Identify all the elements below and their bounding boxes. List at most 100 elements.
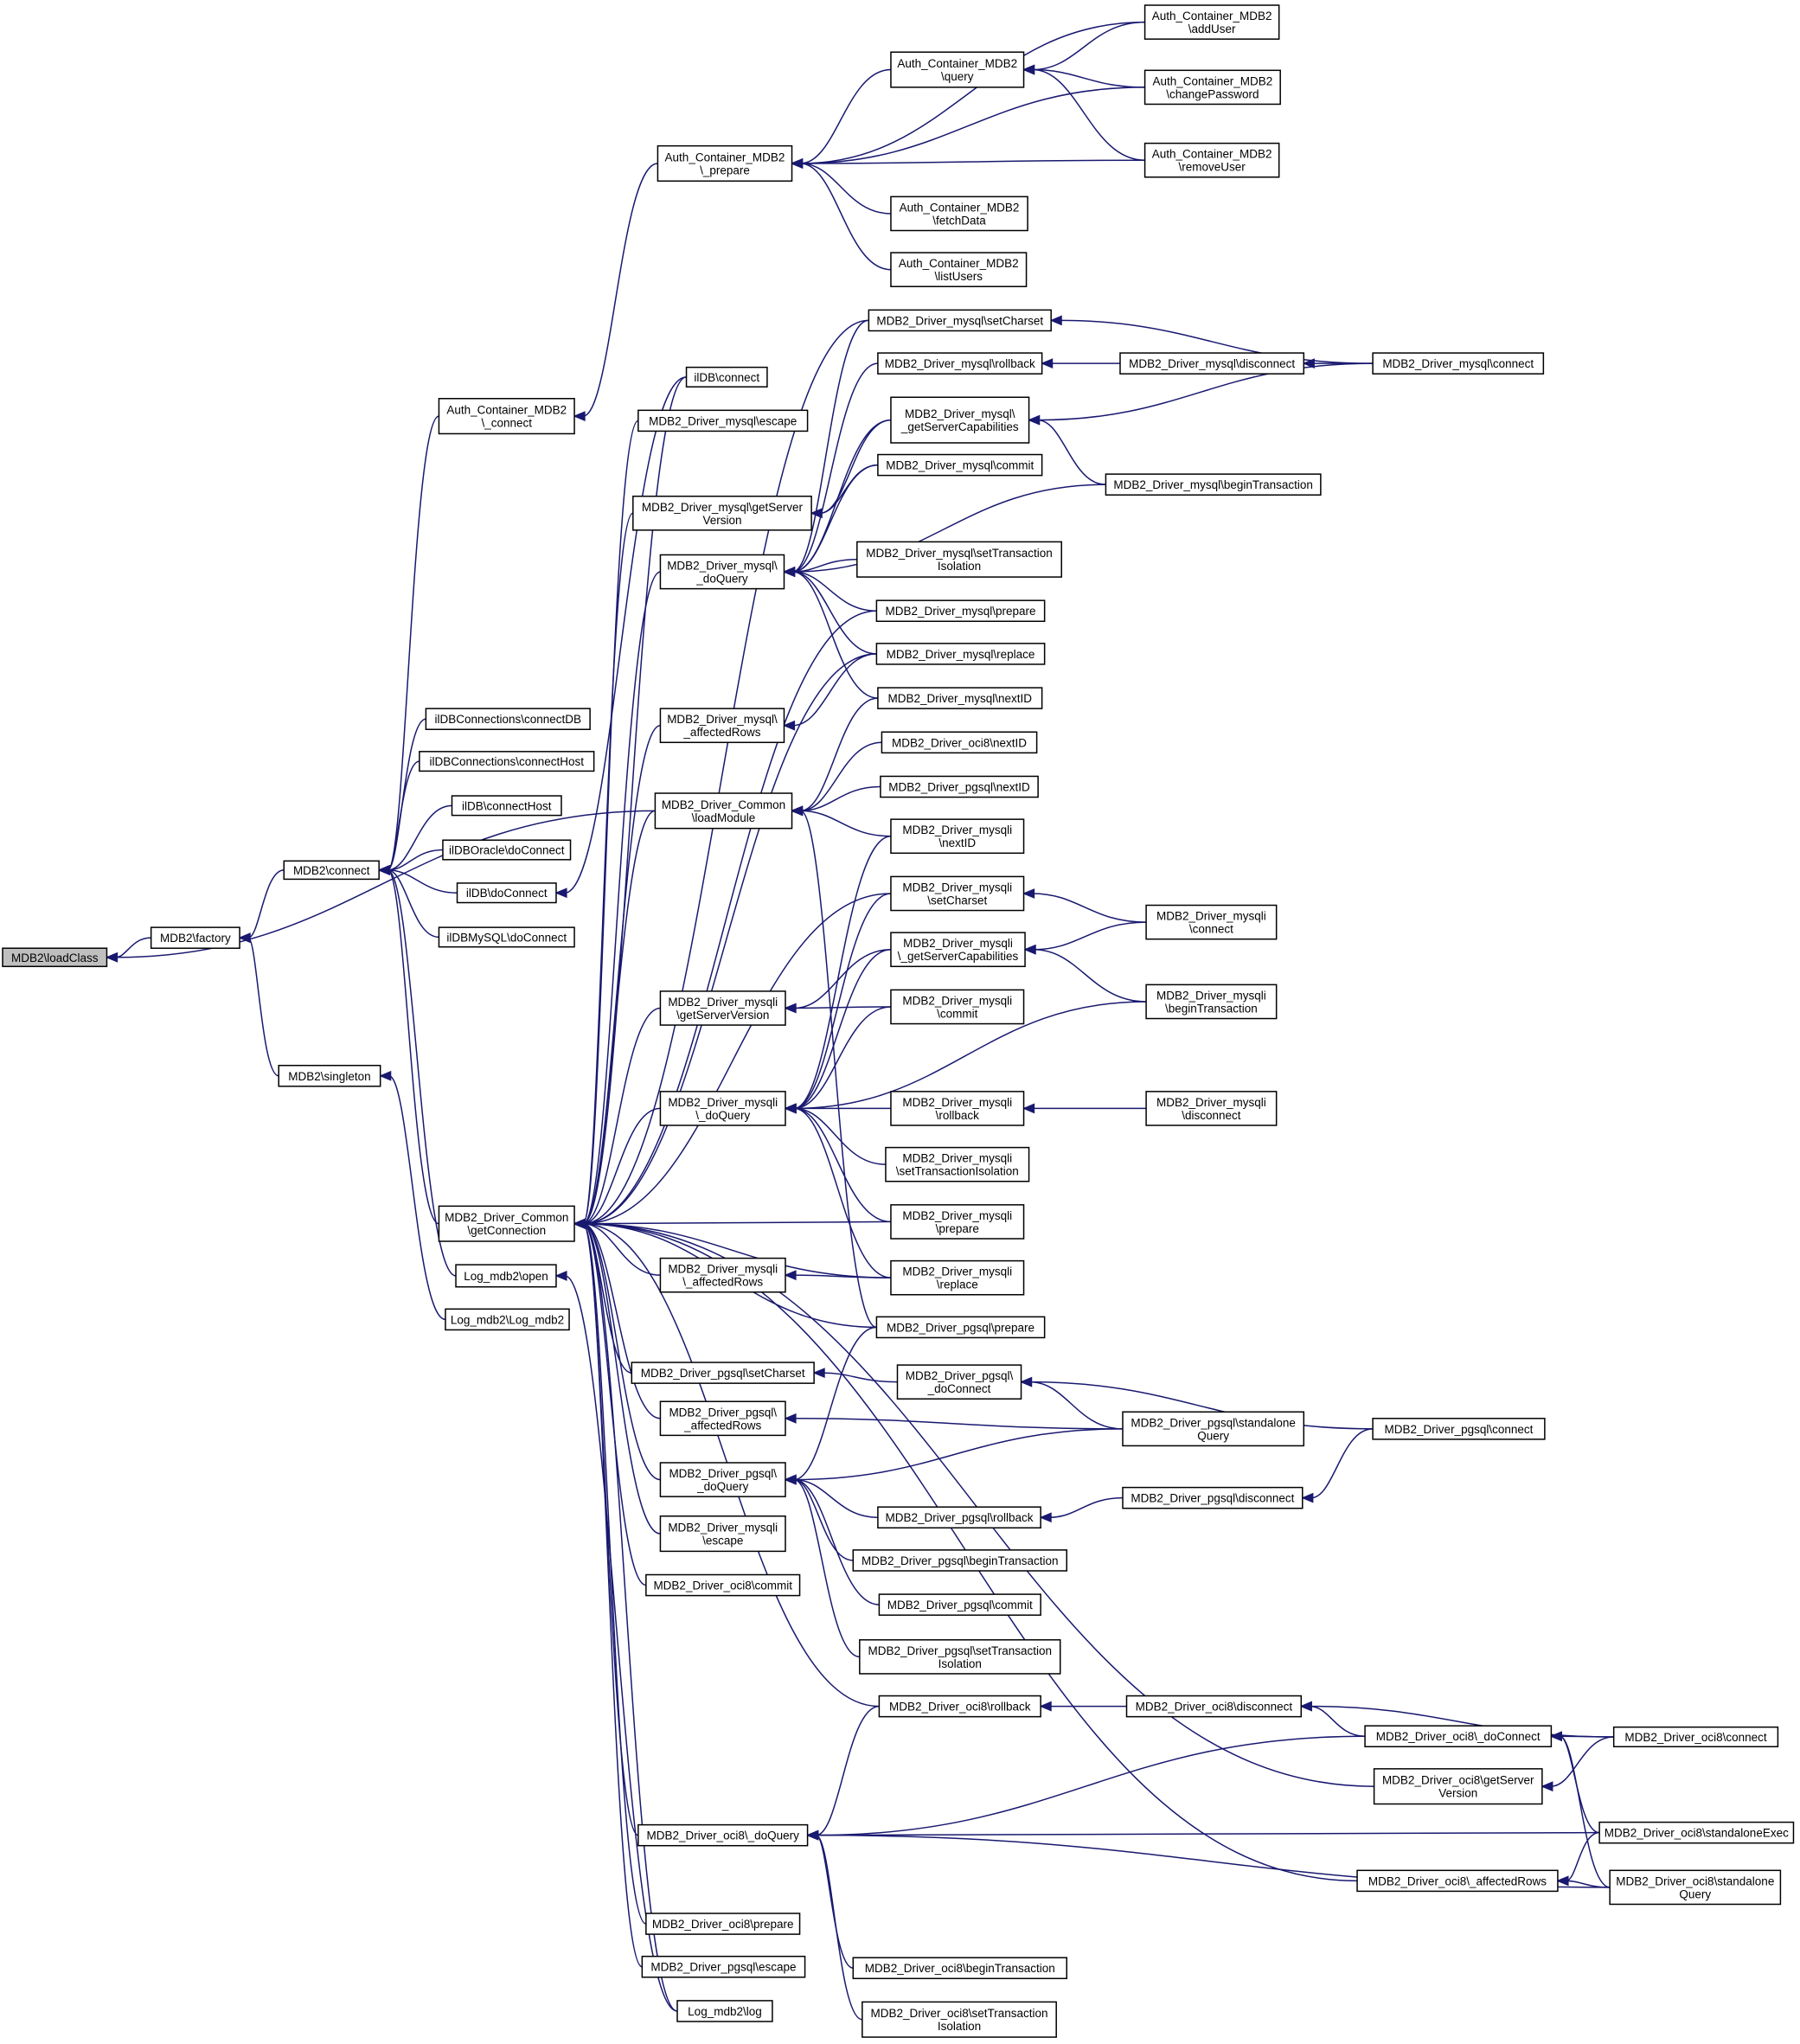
function-node[interactable]: MDB2_Driver_pgsql\_doConnect xyxy=(896,1364,1022,1400)
function-node[interactable]: MDB2_Driver_pgsql\_doQuery xyxy=(659,1462,786,1497)
function-node[interactable]: Auth_Container_MDB2\_prepare xyxy=(657,144,793,183)
function-node[interactable]: MDB2_Driver_mysql\prepare xyxy=(875,599,1046,623)
function-node[interactable]: MDB2_Driver_oci8\prepare xyxy=(645,1913,801,1935)
function-node[interactable]: MDB2_Driver_mysql\_doQuery xyxy=(659,554,785,590)
node-box xyxy=(2,947,108,968)
function-node[interactable]: ilDB\doConnect xyxy=(456,882,557,904)
function-node[interactable]: MDB2_Driver_mysqli\replace xyxy=(890,1259,1025,1296)
function-node[interactable]: MDB2_Driver_mysql\connect xyxy=(1372,352,1545,375)
function-node[interactable]: MDB2_Driver_mysqli\escape xyxy=(659,1515,786,1553)
node-label: \_prepare xyxy=(700,163,750,176)
function-node[interactable]: MDB2_Driver_oci8\setTransactionIsolation xyxy=(862,2001,1057,2038)
function-node[interactable]: MDB2\factory xyxy=(150,926,240,949)
function-node[interactable]: MDB2_Driver_mysqli\_affectedRows xyxy=(659,1257,786,1293)
function-node[interactable]: MDB2_Driver_mysql\getServerVersion xyxy=(632,495,812,531)
function-node[interactable]: MDB2_Driver_Common\loadModule xyxy=(654,792,793,830)
function-node[interactable]: MDB2_Driver_oci8\_doQuery xyxy=(637,1823,809,1847)
function-node[interactable]: Log_mdb2\Log_mdb2 xyxy=(445,1308,570,1331)
function-node[interactable]: MDB2_Driver_pgsql\_affectedRows xyxy=(659,1400,786,1437)
node-box xyxy=(890,875,1025,912)
call-edge xyxy=(377,718,426,875)
function-node[interactable]: MDB2_Driver_mysqli\nextID xyxy=(890,818,1025,855)
function-node[interactable]: MDB2_Driver_mysqli\disconnect xyxy=(1145,1091,1278,1126)
node-label: MDB2_Driver_pgsql\ xyxy=(669,1467,777,1480)
function-node[interactable]: MDB2_Driver_oci8\standaloneExec xyxy=(1598,1821,1795,1844)
function-node[interactable]: MDB2_Driver_mysqli\setTransactionIsolati… xyxy=(885,1146,1030,1182)
node-box xyxy=(1145,904,1278,940)
function-node[interactable]: MDB2_Driver_mysqli\connect xyxy=(1145,904,1278,940)
function-node[interactable]: MDB2_Driver_pgsql\rollback xyxy=(877,1506,1041,1529)
function-node[interactable]: MDB2_Driver_Common\getConnection xyxy=(438,1205,575,1242)
function-node[interactable]: MDB2_Driver_oci8\_doConnect xyxy=(1364,1725,1553,1748)
function-node[interactable]: MDB2_Driver_mysqli\setCharset xyxy=(890,875,1025,912)
node-box xyxy=(890,195,1028,232)
function-node[interactable]: MDB2_Driver_mysqli\prepare xyxy=(890,1204,1025,1240)
function-node[interactable]: MDB2_Driver_mysqli\rollback xyxy=(890,1091,1025,1126)
function-node[interactable]: MDB2_Driver_oci8\rollback xyxy=(878,1695,1041,1718)
function-node[interactable]: Auth_Container_MDB2\addUser xyxy=(1143,4,1280,40)
function-node[interactable]: ilDBConnections\connectDB xyxy=(425,708,591,730)
function-node[interactable]: MDB2_Driver_oci8\beginTransaction xyxy=(852,1957,1067,1980)
function-node[interactable]: MDB2_Driver_oci8\getServerVersion xyxy=(1373,1768,1543,1805)
function-node[interactable]: MDB2\singleton xyxy=(278,1064,381,1087)
node-box xyxy=(456,882,557,904)
function-node[interactable]: MDB2_Driver_mysql\_affectedRows xyxy=(659,708,785,744)
function-node[interactable]: MDB2_Driver_mysqli\beginTransaction xyxy=(1145,984,1278,1020)
function-node[interactable]: MDB2_Driver_pgsql\beginTransaction xyxy=(852,1549,1067,1572)
call-edge xyxy=(784,1326,877,1485)
function-node[interactable]: MDB2\loadClass xyxy=(2,947,108,968)
function-node[interactable]: MDB2_Driver_pgsql\setCharset xyxy=(631,1362,815,1384)
function-node[interactable]: MDB2_Driver_pgsql\prepare xyxy=(875,1316,1046,1339)
function-node[interactable]: Auth_Container_MDB2\query xyxy=(890,51,1025,88)
function-node[interactable]: Auth_Container_MDB2\removeUser xyxy=(1143,142,1280,178)
edge-line xyxy=(793,1006,891,1110)
edge-line xyxy=(1560,1735,1614,1738)
function-node[interactable]: Log_mdb2\open xyxy=(455,1264,557,1288)
function-node[interactable]: ilDB\connectHost xyxy=(451,795,562,817)
function-node[interactable]: ilDB\connect xyxy=(685,366,768,388)
function-node[interactable]: MDB2_Driver_mysql\nextID xyxy=(877,687,1043,709)
function-node[interactable]: MDB2_Driver_mysqli\getServerVersion xyxy=(659,990,786,1026)
function-node[interactable]: MDB2_Driver_mysqli\_doQuery xyxy=(659,1091,786,1126)
function-node[interactable]: MDB2_Driver_pgsql\disconnect xyxy=(1122,1486,1304,1509)
call-edge xyxy=(790,158,891,271)
function-node[interactable]: MDB2_Driver_pgsql\commit xyxy=(878,1593,1041,1616)
function-node[interactable]: MDB2_Driver_pgsql\setTransactionIsolatio… xyxy=(859,1639,1061,1675)
function-node[interactable]: Auth_Container_MDB2\listUsers xyxy=(890,252,1028,288)
function-node[interactable]: MDB2_Driver_pgsql\escape xyxy=(641,1955,806,1978)
function-node[interactable]: ilDBOracle\doConnect xyxy=(442,839,572,861)
function-node[interactable]: MDB2_Driver_oci8\commit xyxy=(645,1573,801,1597)
node-label: Log_mdb2\open xyxy=(464,1270,548,1283)
function-node[interactable]: MDB2_Driver_oci8\connect xyxy=(1612,1726,1779,1748)
function-node[interactable]: MDB2_Driver_mysql\commit xyxy=(877,453,1043,477)
node-box xyxy=(1373,1768,1543,1805)
function-node[interactable]: MDB2_Driver_mysql\_getServerCapabilities xyxy=(890,396,1030,444)
function-node[interactable]: Auth_Container_MDB2\changePassword xyxy=(1143,69,1281,106)
function-node[interactable]: MDB2_Driver_oci8\nextID xyxy=(881,731,1038,754)
function-node[interactable]: MDB2_Driver_mysql\setTransactionIsolatio… xyxy=(856,541,1062,578)
function-node[interactable]: ilDBConnections\connectHost xyxy=(419,751,595,772)
function-node[interactable]: MDB2_Driver_oci8\disconnect xyxy=(1125,1695,1303,1718)
function-node[interactable]: Auth_Container_MDB2\fetchData xyxy=(890,195,1028,232)
function-node[interactable]: Log_mdb2\log xyxy=(676,2000,773,2022)
function-node[interactable]: MDB2_Driver_pgsql\connect xyxy=(1372,1418,1546,1440)
function-node[interactable]: MDB2_Driver_mysql\disconnect xyxy=(1119,352,1305,375)
function-node[interactable]: MDB2_Driver_mysql\escape xyxy=(637,409,809,433)
node-box xyxy=(878,1695,1041,1718)
function-node[interactable]: MDB2_Driver_pgsql\nextID xyxy=(880,775,1039,798)
function-node[interactable]: MDB2_Driver_oci8\_affectedRows xyxy=(1356,1869,1559,1893)
function-node[interactable]: MDB2_Driver_mysql\rollback xyxy=(877,352,1043,375)
function-node[interactable]: Auth_Container_MDB2\_connect xyxy=(438,398,575,435)
function-node[interactable]: MDB2_Driver_mysqli\commit xyxy=(890,989,1025,1025)
function-node[interactable]: MDB2_Driver_mysql\replace xyxy=(875,643,1046,665)
function-node[interactable]: ilDBMySQL\doConnect xyxy=(438,926,575,948)
function-node[interactable]: MDB2\connect xyxy=(283,860,380,881)
function-node[interactable]: MDB2_Driver_mysql\beginTransaction xyxy=(1105,473,1322,496)
node-box xyxy=(1372,1418,1546,1440)
function-node[interactable]: MDB2_Driver_mysql\setCharset xyxy=(868,309,1052,332)
node-box xyxy=(890,1091,1025,1126)
arrowhead xyxy=(554,887,567,899)
function-node[interactable]: MDB2_Driver_mysqli\_getServerCapabilitie… xyxy=(890,932,1026,968)
